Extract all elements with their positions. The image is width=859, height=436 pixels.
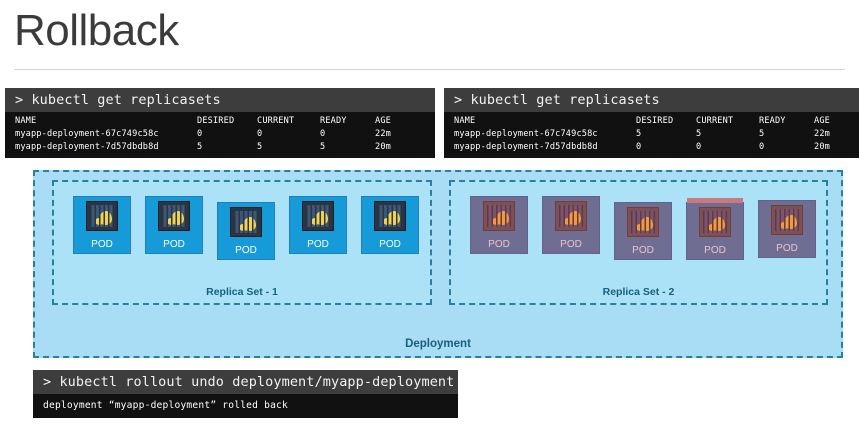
cell-name: myapp-deployment-67c749c58c — [454, 129, 598, 139]
pod-rs2-5[interactable]: POD — [758, 200, 816, 258]
cell-age: 20m — [814, 142, 830, 152]
container-icon — [699, 207, 731, 237]
column-header-desired: DESIRED — [636, 116, 674, 126]
column-header-name: NAME — [15, 116, 37, 126]
pod-label: POD — [163, 239, 185, 250]
terminal-prompt-line: > kubectl get replicasets — [5, 88, 435, 112]
column-header-ready: READY — [320, 116, 347, 126]
pod-rs1-5[interactable]: POD — [361, 196, 419, 254]
cell-desired: 5 — [636, 129, 642, 139]
pod-rs1-4[interactable]: POD — [289, 196, 347, 254]
cell-current: 5 — [257, 142, 263, 152]
terminal-prompt-line: > kubectl rollout undo deployment/myapp-… — [33, 370, 458, 394]
table-row: myapp-deployment-7d57dbdb8d 0 0 0 20m — [444, 141, 859, 154]
page-title: Rollback — [14, 6, 179, 55]
cell-age: 20m — [375, 142, 391, 152]
pod-label: POD — [560, 239, 582, 250]
table-header-row: NAME DESIRED CURRENT READY AGE — [5, 115, 435, 128]
cell-current: 5 — [696, 129, 702, 139]
cell-name: myapp-deployment-7d57dbdb8d — [454, 142, 598, 152]
cell-ready: 0 — [759, 142, 765, 152]
container-icon — [374, 201, 406, 231]
container-icon — [86, 201, 118, 231]
cell-ready: 0 — [320, 129, 326, 139]
terminal-get-replicasets-after: > kubectl get replicasets NAME DESIRED C… — [444, 88, 859, 158]
column-header-current: CURRENT — [257, 116, 295, 126]
pod-row-replicaset-2: POD POD POD POD — [451, 196, 826, 260]
pod-rs1-2[interactable]: POD — [145, 196, 203, 254]
title-divider — [14, 69, 845, 70]
pod-rs2-3[interactable]: POD — [614, 202, 672, 260]
cell-name: myapp-deployment-7d57dbdb8d — [15, 142, 159, 152]
pod-label: POD — [488, 239, 510, 250]
replicaset-2-label: Replica Set - 2 — [602, 286, 675, 298]
table-row: myapp-deployment-67c749c58c 5 5 5 22m — [444, 128, 859, 141]
pod-rs2-2[interactable]: POD — [542, 196, 600, 254]
container-icon — [483, 201, 515, 231]
replicaset-2-box: POD POD POD POD — [449, 180, 828, 305]
pod-rs2-4[interactable]: POD — [686, 198, 744, 260]
container-icon — [771, 205, 803, 235]
column-header-age: AGE — [814, 116, 830, 126]
cell-name: myapp-deployment-67c749c58c — [15, 129, 159, 139]
terminal-output: NAME DESIRED CURRENT READY AGE myapp-dep… — [5, 112, 435, 158]
replicaset-1-label: Replica Set - 1 — [206, 286, 278, 298]
container-icon — [230, 207, 262, 237]
cell-ready: 5 — [320, 142, 326, 152]
pod-rs1-3[interactable]: POD — [217, 202, 275, 260]
container-icon — [158, 201, 190, 231]
pod-rs2-1[interactable]: POD — [470, 196, 528, 254]
column-header-ready: READY — [759, 116, 786, 126]
replicaset-1-box: POD POD POD POD — [52, 180, 432, 305]
cell-desired: 0 — [197, 129, 203, 139]
pod-label: POD — [704, 245, 726, 256]
container-icon — [302, 201, 334, 231]
cell-desired: 0 — [636, 142, 642, 152]
cell-current: 0 — [696, 142, 702, 152]
column-header-age: AGE — [375, 116, 391, 126]
terminal-output: NAME DESIRED CURRENT READY AGE myapp-dep… — [444, 112, 859, 158]
pod-label: POD — [235, 245, 257, 256]
pod-label: POD — [379, 239, 401, 250]
column-header-current: CURRENT — [696, 116, 734, 126]
terminal-output: deployment “myapp-deployment” rolled bac… — [43, 400, 289, 411]
pod-label: POD — [632, 245, 654, 256]
cell-current: 0 — [257, 129, 263, 139]
pod-label: POD — [307, 239, 329, 250]
pod-row-replicaset-1: POD POD POD POD — [54, 196, 430, 260]
cell-age: 22m — [375, 129, 391, 139]
container-icon — [555, 201, 587, 231]
deployment-label: Deployment — [405, 338, 471, 350]
container-icon — [627, 207, 659, 237]
cell-age: 22m — [814, 129, 830, 139]
table-header-row: NAME DESIRED CURRENT READY AGE — [444, 115, 859, 128]
column-header-desired: DESIRED — [197, 116, 235, 126]
cell-desired: 5 — [197, 142, 203, 152]
pod-label: POD — [776, 243, 798, 254]
table-row: myapp-deployment-7d57dbdb8d 5 5 5 20m — [5, 141, 435, 154]
column-header-name: NAME — [454, 116, 476, 126]
deployment-box: POD POD POD POD — [33, 170, 843, 358]
terminal-rollout-undo: > kubectl rollout undo deployment/myapp-… — [33, 370, 458, 418]
terminal-prompt-line: > kubectl get replicasets — [444, 88, 859, 112]
table-row: myapp-deployment-67c749c58c 0 0 0 22m — [5, 128, 435, 141]
terminal-get-replicasets-before: > kubectl get replicasets NAME DESIRED C… — [5, 88, 435, 158]
pod-label: POD — [91, 239, 113, 250]
pod-rs1-1[interactable]: POD — [73, 196, 131, 254]
cell-ready: 5 — [759, 129, 765, 139]
